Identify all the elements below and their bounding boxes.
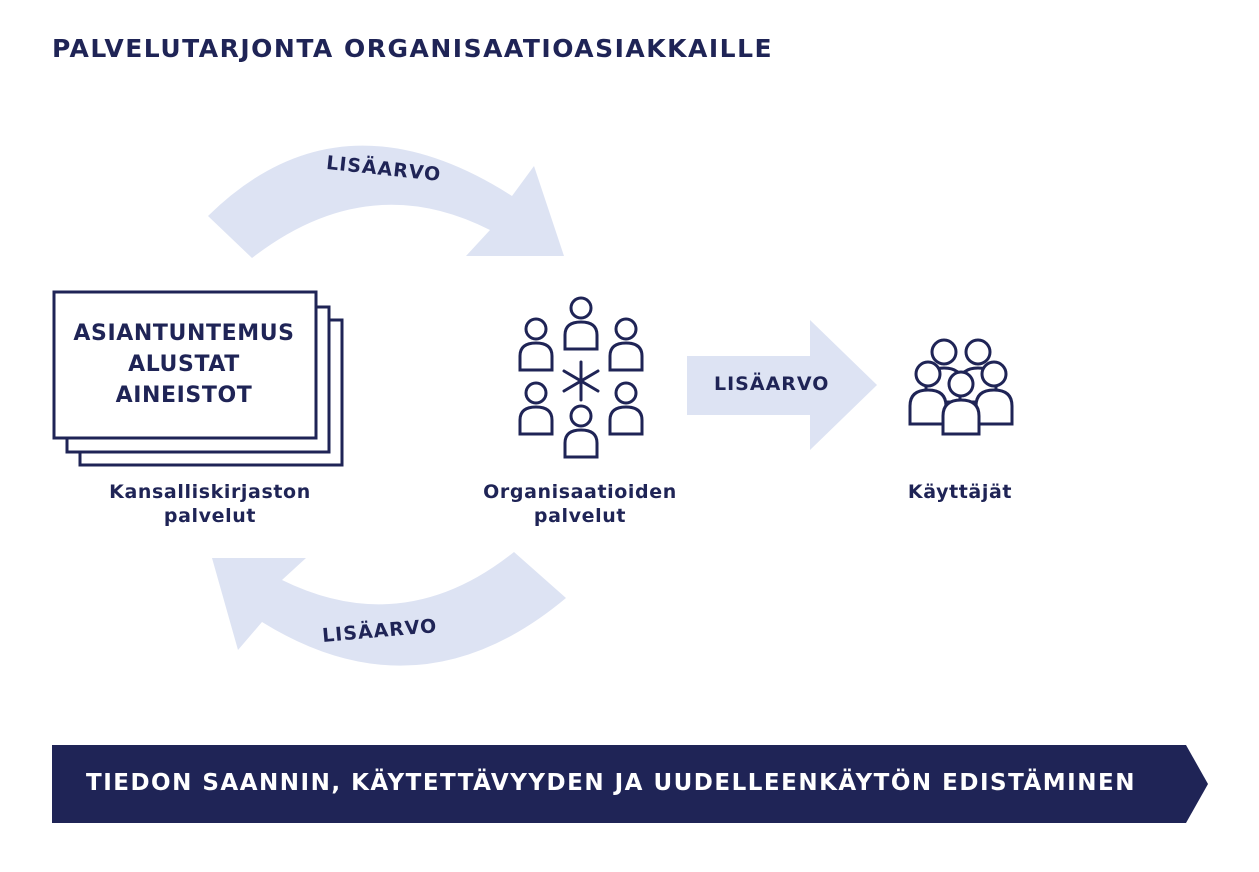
- caption-users: Käyttäjät: [907, 481, 1013, 503]
- middle-straight-arrow: [687, 320, 877, 450]
- bottom-curved-arrow: [212, 552, 566, 666]
- caption-national-library: Kansalliskirjaston palvelut: [109, 481, 311, 527]
- box-line-asiantuntemus: ASIANTUNTEMUS: [73, 321, 295, 346]
- users-group-icon: [908, 338, 1014, 436]
- asterisk-icon: [562, 360, 600, 402]
- caption-organisations: Organisaatioiden palvelut: [483, 481, 677, 527]
- document-stack-text: ASIANTUNTEMUS ALUSTAT AINEISTOT: [55, 318, 313, 411]
- middle-arrow-label: LISÄARVO: [714, 373, 830, 395]
- bottom-banner: [52, 745, 1208, 823]
- page-title: PALVELUTARJONTA ORGANISAATIOASIAKKAILLE: [52, 34, 774, 63]
- box-line-aineistot: AINEISTOT: [115, 383, 253, 408]
- banner-text: TIEDON SAANNIN, KÄYTETTÄVYYDEN JA UUDELL…: [86, 770, 1136, 796]
- top-curved-arrow: [208, 145, 564, 258]
- document-stack: [52, 290, 344, 467]
- box-line-alustat: ALUSTAT: [128, 352, 240, 377]
- people-network-icon: [518, 296, 644, 459]
